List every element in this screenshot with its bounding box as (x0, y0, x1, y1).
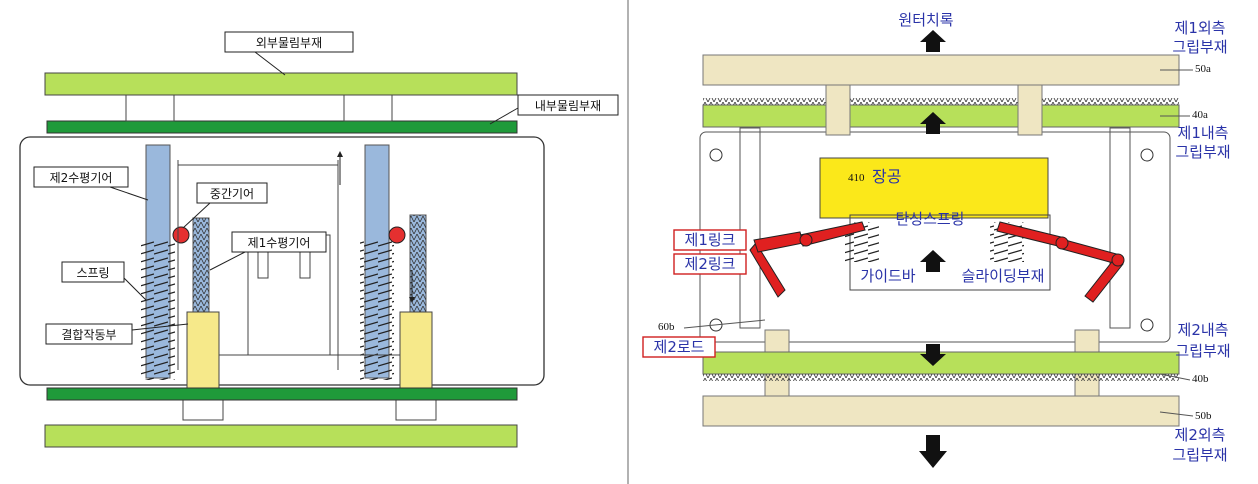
tool-block (819, 157, 1049, 219)
spring-b (360, 240, 394, 380)
label-guide-bar: 가이드바 (860, 267, 915, 285)
outer-gripper-bottom (44, 424, 518, 448)
bolt-4 (1140, 318, 1154, 332)
leader-inner-gripper (489, 107, 519, 125)
leader-40b (1159, 373, 1191, 381)
coupling-actuator-a (186, 311, 220, 395)
label-tool: 장공 (872, 167, 901, 186)
middle-gear-a (172, 226, 190, 244)
teeth-b (410, 215, 426, 313)
bolt-1 (709, 148, 723, 162)
link-mechanism (749, 221, 1124, 303)
inner-gripper-top (46, 120, 518, 134)
arrow-up-top (920, 30, 946, 52)
teeth-top (703, 98, 1179, 105)
leader-coupling (131, 323, 189, 331)
joint-left-1 (799, 233, 813, 247)
label-box-second-gear (33, 166, 129, 188)
left-figure: 외부물림부재 내부물림부재 제2수평기어 중간기어 제1수평기어 스프링 결합작… (19, 31, 619, 448)
first-outer-grip-bar (702, 54, 1180, 86)
outer-gripper-top (44, 72, 518, 96)
second-outer-grip-bar (702, 395, 1180, 427)
joint-right-2 (1111, 253, 1125, 267)
column-top-right (1017, 84, 1043, 136)
leader-second-gear (109, 186, 149, 201)
side-rail-left (739, 127, 761, 329)
label-second-inner-2: 그립부재 (1175, 342, 1230, 360)
label-first-inner-2: 그립부재 (1175, 143, 1230, 161)
label-spring: 스프링 (76, 266, 109, 280)
bolt-3 (1140, 148, 1154, 162)
left-column-top-a (125, 94, 175, 122)
ref-50b: 50b (1195, 410, 1212, 422)
label-box-first-link (673, 229, 747, 251)
label-second-outer-1: 제2외측 (1175, 426, 1226, 444)
leader-50b (1159, 411, 1194, 417)
second-link-left (749, 242, 786, 298)
ref-60b: 60b (658, 321, 675, 333)
teeth-a (193, 218, 209, 313)
link-joint-left (753, 231, 804, 253)
ref-50a: 50a (1195, 63, 1211, 75)
label-middle-gear: 중간기어 (210, 187, 254, 201)
label-first-outer-2: 그립부재 (1172, 38, 1227, 56)
label-return-path: 원터치록 (898, 11, 953, 29)
label-first-horizontal-gear: 제1수평기어 (248, 236, 311, 250)
leader-middle-gear (182, 202, 211, 229)
label-box-second-rod (642, 336, 716, 358)
leader-first-gear (209, 251, 246, 271)
label-coupling-actuator: 결합작동부 (61, 328, 116, 342)
label-second-inner-1: 제2내측 (1178, 321, 1229, 339)
arrow-up-center (920, 250, 946, 272)
label-slider: 슬라이딩부재 (962, 267, 1045, 285)
label-second-outer-2: 그립부재 (1172, 446, 1227, 464)
ref-40a: 40a (1192, 109, 1208, 121)
label-second-link: 제2링크 (685, 255, 736, 273)
arrow-up-inner (920, 112, 946, 134)
motion-arrows (919, 30, 947, 468)
right-figure: 원터치록 제1외측 그립부재 제1내측 그립부재 제2내측 그립부재 제2외측 … (642, 11, 1231, 468)
label-box-first-gear (231, 231, 327, 253)
label-box-coupling (45, 323, 133, 345)
label-box-inner-gripper (517, 94, 619, 116)
label-box-outer-gripper (224, 31, 354, 53)
leader-spring (123, 277, 147, 301)
coupling-actuator-b (399, 311, 433, 395)
arrow-down-bottom (919, 435, 947, 468)
column-top-left (825, 84, 851, 136)
ref-410: 410 (848, 172, 865, 184)
link-joint-right (1061, 239, 1121, 265)
arrow-down-inner (920, 344, 946, 366)
label-first-inner-1: 제1내측 (1178, 124, 1229, 142)
left-column-top-b (343, 94, 393, 122)
label-inner-gripper: 내부물림부재 (535, 99, 601, 113)
label-first-outer-1: 제1외측 (1175, 19, 1226, 37)
center-block (247, 234, 331, 356)
label-first-link: 제1링크 (685, 231, 736, 249)
label-box-middle-gear (196, 182, 268, 204)
label-outer-gripper: 외부물림부재 (256, 36, 322, 50)
label-elastic-spring: 탄성스프링 (895, 210, 964, 228)
inner-gripper-bottom (46, 387, 518, 401)
label-second-horizontal-gear: 제2수평기어 (50, 171, 113, 185)
label-box-second-link (673, 253, 747, 275)
label-box-spring (61, 261, 125, 283)
teeth-bottom (703, 374, 1179, 381)
joint-right-1 (1055, 236, 1069, 250)
left-housing (19, 136, 545, 386)
label-second-rod: 제2로드 (654, 338, 705, 356)
leader-60b (683, 319, 766, 329)
ref-40b: 40b (1192, 373, 1209, 385)
middle-gear-b (388, 226, 406, 244)
spring-a (141, 240, 175, 380)
side-rail-right (1109, 127, 1131, 329)
leader-outer-gripper (254, 51, 286, 76)
